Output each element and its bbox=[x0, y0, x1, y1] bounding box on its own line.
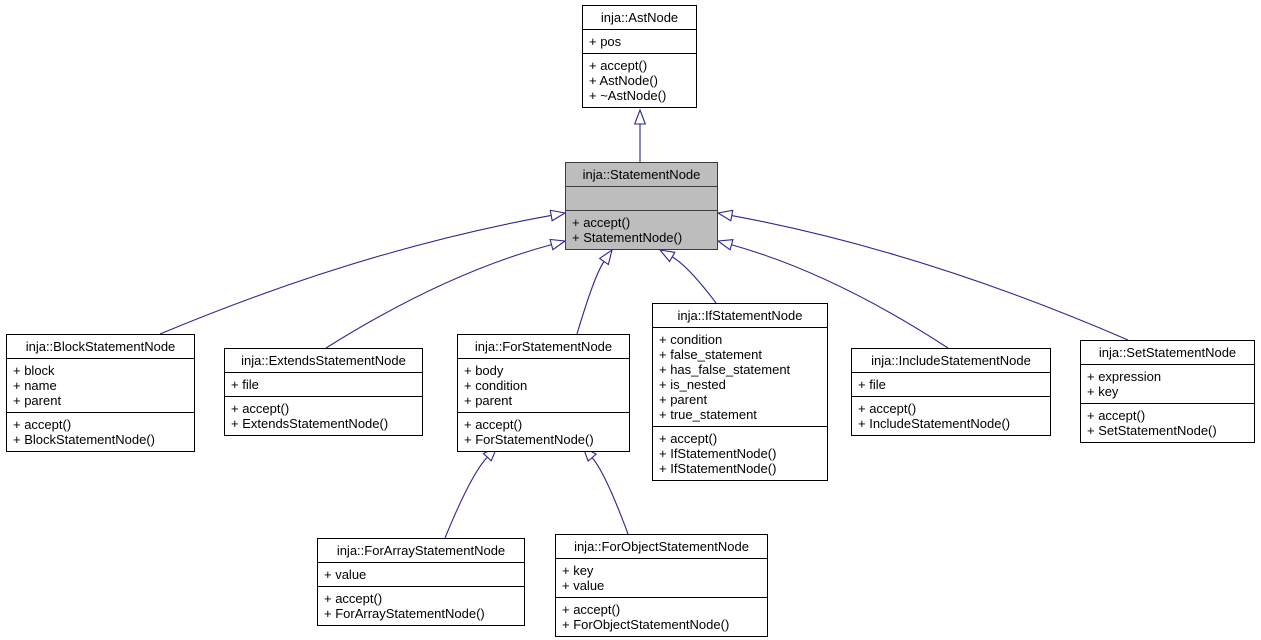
class-method: + ForObjectStatementNode() bbox=[562, 617, 730, 632]
class-attr: + condition bbox=[464, 378, 528, 393]
generalization-arrowhead-icon bbox=[633, 108, 647, 125]
class-method: + accept() bbox=[562, 602, 621, 617]
class-attr: + body bbox=[464, 363, 504, 378]
class-method: + ForArrayStatementNode() bbox=[324, 606, 485, 621]
generalization-arrowhead-icon bbox=[598, 248, 613, 266]
inheritance-edge bbox=[159, 214, 552, 335]
class-box-ifstatementnode[interactable]: inja::IfStatementNode + condition + fals… bbox=[652, 303, 828, 481]
class-method: + accept() bbox=[13, 417, 72, 432]
generalization-arrowhead-icon bbox=[549, 238, 567, 251]
class-attr: + file bbox=[858, 377, 886, 392]
class-title: inja::SetStatementNode bbox=[1081, 341, 1254, 365]
class-methods: + accept() + ForArrayStatementNode() bbox=[318, 587, 524, 625]
class-method: + IfStatementNode() bbox=[659, 461, 777, 476]
class-attrs: + body + condition + parent bbox=[458, 359, 629, 413]
class-attr: + parent bbox=[13, 393, 62, 408]
inheritance-edge bbox=[444, 456, 488, 539]
class-methods: + accept() + IfStatementNode() + IfState… bbox=[653, 427, 827, 480]
class-title: inja::StatementNode bbox=[566, 163, 717, 187]
class-box-blockstatementnode[interactable]: inja::BlockStatementNode + block + name … bbox=[6, 334, 195, 452]
class-method: + accept() bbox=[324, 591, 383, 606]
class-method: + BlockStatementNode() bbox=[13, 432, 155, 447]
class-attrs: + block + name + parent bbox=[7, 359, 194, 413]
class-attrs: + condition + false_statement + has_fals… bbox=[653, 328, 827, 427]
class-method: + accept() bbox=[1087, 408, 1146, 423]
class-methods: + accept() + StatementNode() bbox=[566, 211, 717, 249]
class-method: + AstNode() bbox=[589, 73, 659, 88]
class-attrs: + expression + key bbox=[1081, 365, 1254, 404]
class-attrs bbox=[566, 187, 717, 211]
class-box-setstatementnode[interactable]: inja::SetStatementNode + expression + ke… bbox=[1080, 340, 1255, 443]
class-title: inja::ExtendsStatementNode bbox=[225, 349, 422, 373]
class-attrs: + pos bbox=[583, 30, 696, 54]
class-attr: + name bbox=[13, 378, 57, 393]
class-attrs: + file bbox=[852, 373, 1050, 397]
class-method: + SetStatementNode() bbox=[1087, 423, 1217, 438]
class-attr: + file bbox=[231, 377, 259, 392]
class-attrs: + value bbox=[318, 563, 524, 587]
class-attrs: + key + value bbox=[556, 559, 767, 598]
class-method: + accept() bbox=[659, 431, 718, 446]
class-attr: + parent bbox=[464, 393, 513, 408]
class-attr: + pos bbox=[589, 34, 622, 49]
class-attr: + key bbox=[562, 563, 594, 578]
class-methods: + accept() + SetStatementNode() bbox=[1081, 404, 1254, 442]
class-box-forobjectstatementnode[interactable]: inja::ForObjectStatementNode + key + val… bbox=[555, 534, 768, 637]
class-attr: + has_false_statement bbox=[659, 362, 791, 377]
class-attr: + value bbox=[324, 567, 367, 582]
class-methods: + accept() + ForStatementNode() bbox=[458, 413, 629, 451]
class-box-extendsstatementnode[interactable]: inja::ExtendsStatementNode + file + acce… bbox=[224, 348, 423, 436]
inheritance-edge bbox=[591, 457, 629, 535]
generalization-arrowhead-icon bbox=[658, 249, 676, 263]
class-method: + accept() bbox=[231, 401, 290, 416]
class-method: + ExtendsStatementNode() bbox=[231, 416, 389, 431]
class-method: + accept() bbox=[858, 401, 917, 416]
class-title: inja::AstNode bbox=[583, 6, 696, 30]
class-method: + accept() bbox=[589, 58, 648, 73]
class-title: inja::IncludeStatementNode bbox=[852, 349, 1050, 373]
class-title: inja::BlockStatementNode bbox=[7, 335, 194, 359]
class-methods: + accept() + ExtendsStatementNode() bbox=[225, 397, 422, 435]
class-box-includestatementnode[interactable]: inja::IncludeStatementNode + file + acce… bbox=[851, 348, 1051, 436]
class-title: inja::IfStatementNode bbox=[653, 304, 827, 328]
class-methods: + accept() + IncludeStatementNode() bbox=[852, 397, 1050, 435]
class-attrs: + file bbox=[225, 373, 422, 397]
class-method: + IncludeStatementNode() bbox=[858, 416, 1011, 431]
class-attr: + block bbox=[13, 363, 55, 378]
inheritance-edge bbox=[671, 256, 717, 304]
class-method: + ~AstNode() bbox=[589, 88, 667, 103]
generalization-arrowhead-icon bbox=[716, 239, 734, 251]
class-attr: + expression bbox=[1087, 369, 1162, 384]
class-method: + StatementNode() bbox=[572, 230, 683, 245]
class-title: inja::ForObjectStatementNode bbox=[556, 535, 767, 559]
class-attr: + is_nested bbox=[659, 377, 726, 392]
class-attr: + key bbox=[1087, 384, 1119, 399]
class-title: inja::ForStatementNode bbox=[458, 335, 629, 359]
generalization-arrowhead-icon bbox=[716, 209, 734, 222]
generalization-arrowhead-icon bbox=[549, 209, 567, 222]
class-attr: + true_statement bbox=[659, 407, 757, 422]
class-box-forarraystatementnode[interactable]: inja::ForArrayStatementNode + value + ac… bbox=[317, 538, 525, 626]
class-title: inja::ForArrayStatementNode bbox=[318, 539, 524, 563]
inheritance-edge bbox=[731, 244, 949, 349]
class-attr: + value bbox=[562, 578, 605, 593]
class-method: + ForStatementNode() bbox=[464, 432, 594, 447]
class-box-forstatementnode[interactable]: inja::ForStatementNode + body + conditio… bbox=[457, 334, 630, 452]
class-attr: + false_statement bbox=[659, 347, 762, 362]
class-attr: + parent bbox=[659, 392, 708, 407]
class-methods: + accept() + ForObjectStatementNode() bbox=[556, 598, 767, 636]
class-methods: + accept() + BlockStatementNode() bbox=[7, 413, 194, 451]
class-method: + IfStatementNode() bbox=[659, 446, 777, 461]
class-method: + accept() bbox=[572, 215, 631, 230]
class-box-astnode[interactable]: inja::AstNode + pos + accept() + AstNode… bbox=[582, 5, 697, 108]
class-box-statementnode[interactable]: inja::StatementNode + accept() + Stateme… bbox=[565, 162, 718, 250]
class-attr: + condition bbox=[659, 332, 723, 347]
class-methods: + accept() + AstNode() + ~AstNode() bbox=[583, 54, 696, 107]
inheritance-edge bbox=[325, 244, 552, 349]
inheritance-edge bbox=[576, 261, 605, 335]
class-method: + accept() bbox=[464, 417, 523, 432]
inheritance-edge bbox=[731, 215, 1129, 341]
